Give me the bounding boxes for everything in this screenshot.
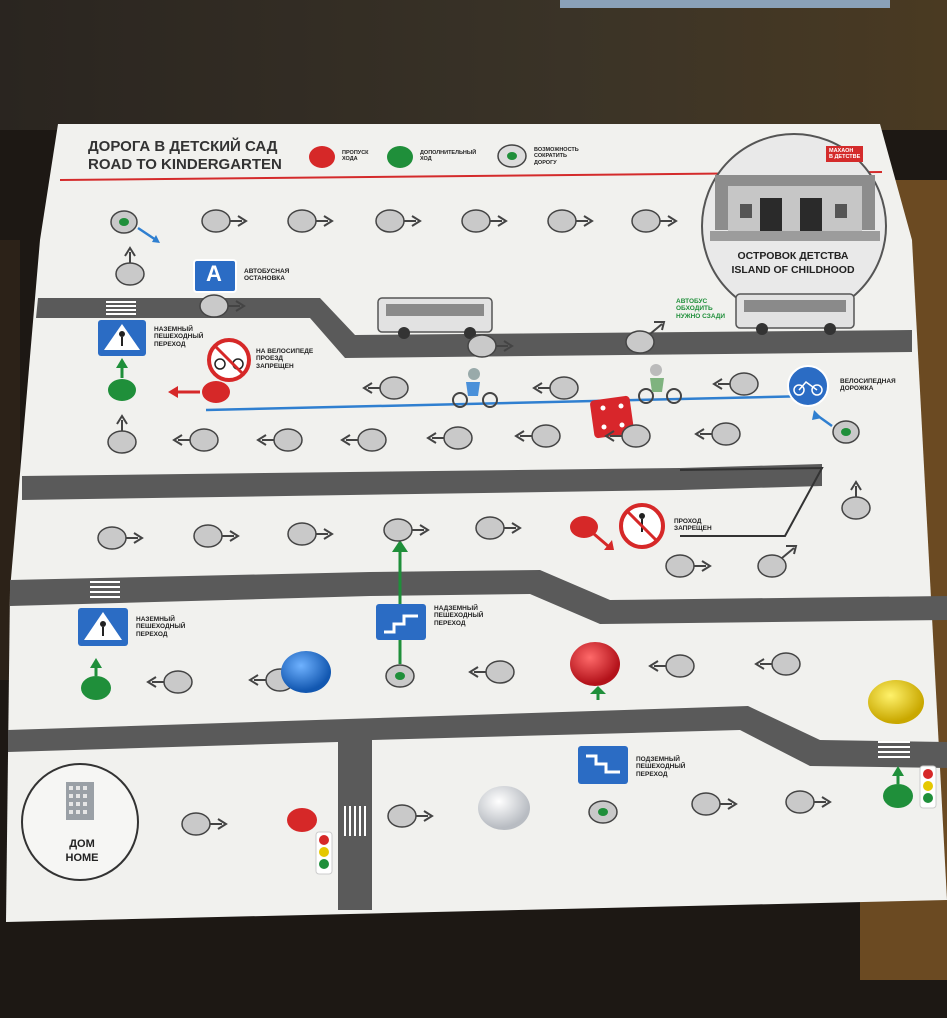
traffic-light-icon xyxy=(316,832,332,874)
legend-extra-label: ДОПОЛНИТЕЛЬНЫЙ ХОД xyxy=(420,150,476,163)
overpass-sign xyxy=(376,604,426,640)
legend-skip-label: ПРОПУСК ХОДА xyxy=(342,150,369,163)
bus-stop-letter: A xyxy=(206,262,222,285)
underpass-label: ПОДЗЕМНЫЙ ПЕШЕХОДНЫЙ ПЕРЕХОД xyxy=(636,756,685,778)
finish-label-en: ISLAND OF CHILDHOOD xyxy=(718,264,868,277)
pedestrian-icon xyxy=(98,320,146,356)
bike-lane-label: ВЕЛОСИПЕДНАЯ ДОРОЖКА xyxy=(840,378,896,393)
overpass-label: НАДЗЕМНЫЙ ПЕШЕХОДНЫЙ ПЕРЕХОД xyxy=(434,605,483,627)
start-label-en: HOME xyxy=(52,852,112,866)
red-token xyxy=(570,642,620,686)
brand-logo: МАХАОН В ДЕТСТВЕ xyxy=(826,146,863,162)
yellow-token xyxy=(868,680,924,724)
no-pass-label: ПРОХОД ЗАПРЕЩЕН xyxy=(674,518,712,533)
pedestrian-icon xyxy=(78,608,128,646)
white-token xyxy=(478,786,530,830)
traffic-light-icon xyxy=(920,766,936,808)
legend-shortcut-label: ВОЗМОЖНОСТЬ СОКРАТИТЬ ДОРОГУ xyxy=(534,147,579,166)
underpass-sign xyxy=(578,746,628,784)
crossing-top-label: НАЗЕМНЫЙ ПЕШЕХОДНЫЙ ПЕРЕХОД xyxy=(154,326,203,348)
finish-label-ru: ОСТРОВОК ДЕТСТВА xyxy=(718,250,868,263)
board-title-ru: ДОРОГА В ДЕТСКИЙ САД xyxy=(88,138,278,155)
blue-token xyxy=(281,651,331,693)
bicycle-icon xyxy=(788,366,828,406)
no-bicycle-icon xyxy=(209,340,249,380)
bus-stop-label: АВТОБУСНАЯ ОСТАНОВКА xyxy=(244,268,289,283)
start-label-ru: ДОМ xyxy=(52,838,112,852)
no-bikes-label: НА ВЕЛОСИПЕДЕ ПРОЕЗД ЗАПРЕЩЕН xyxy=(256,348,313,370)
crossing-mid-label: НАЗЕМНЫЙ ПЕШЕХОДНЫЙ ПЕРЕХОД xyxy=(136,616,185,638)
bus-behind-label: АВТОБУС ОБХОДИТЬ НУЖНО СЗАДИ xyxy=(676,298,725,320)
board-title-en: ROAD TO KINDERGARTEN xyxy=(88,156,282,173)
no-pedestrian-icon xyxy=(621,505,663,547)
